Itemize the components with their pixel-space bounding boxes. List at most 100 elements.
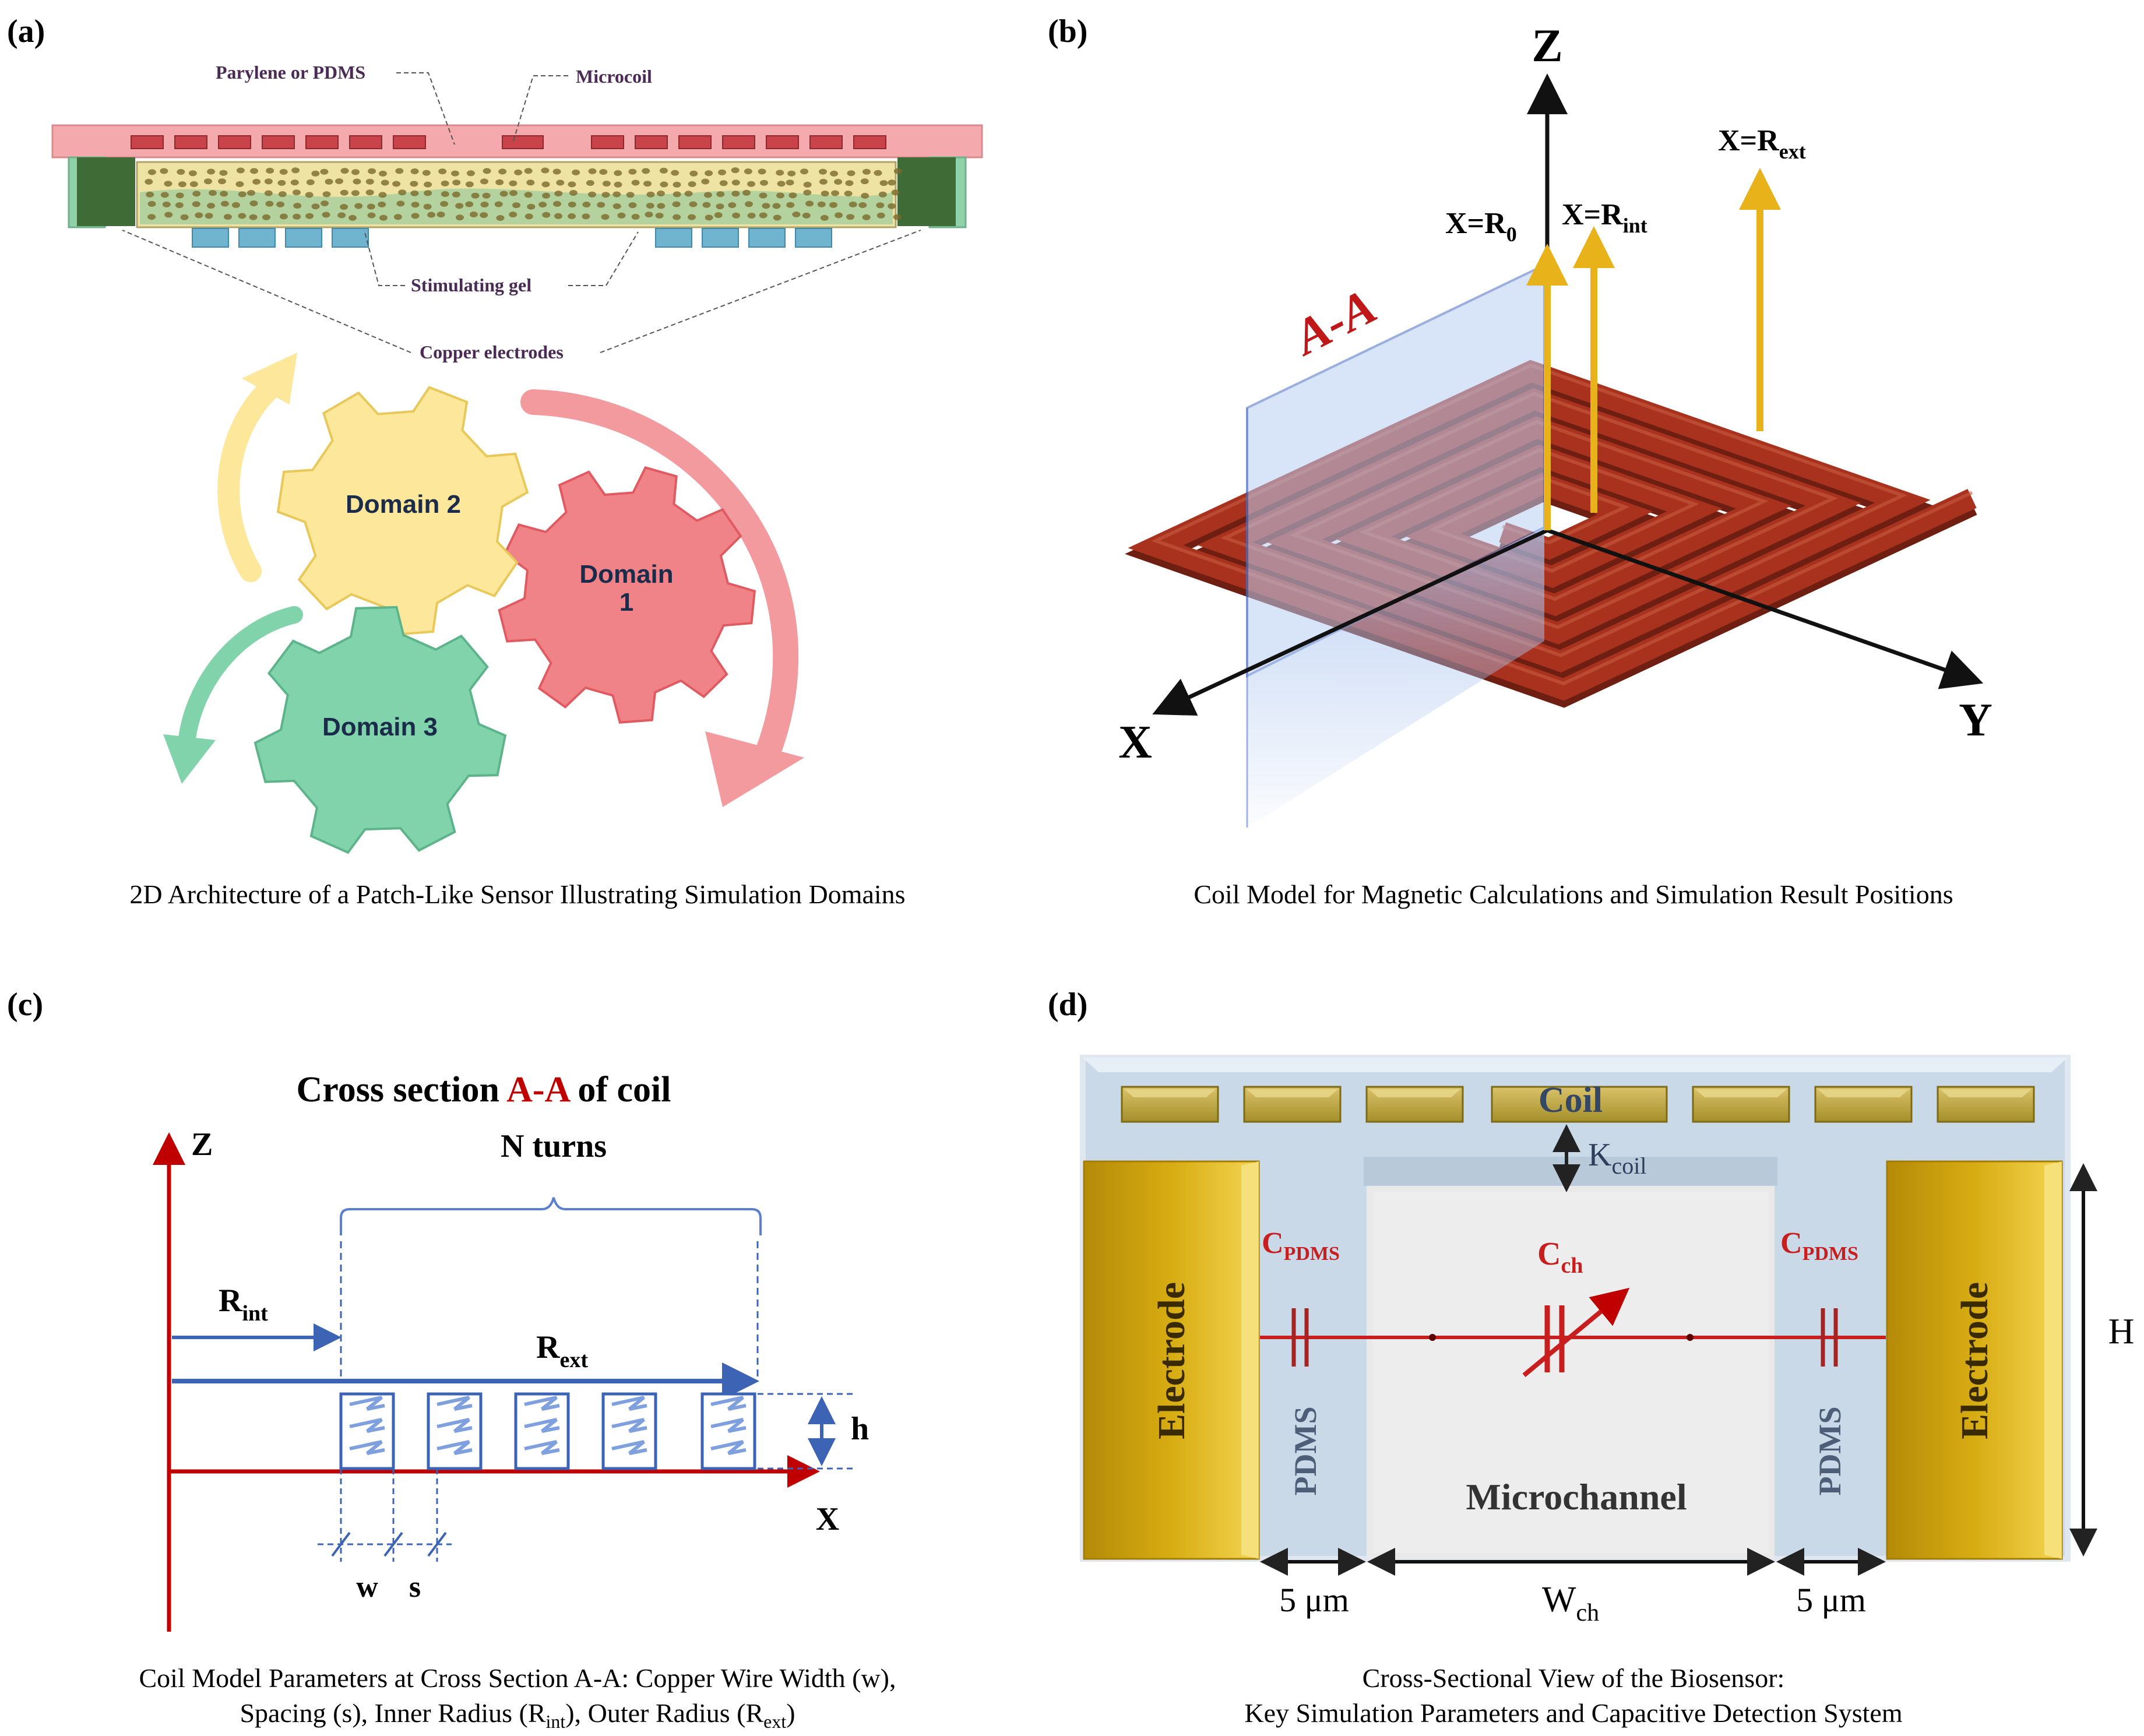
gel-particle xyxy=(392,181,401,187)
gel-particle xyxy=(192,201,200,207)
gel-particle xyxy=(568,202,576,207)
gel-particle xyxy=(514,169,523,175)
gel-particle xyxy=(290,179,299,186)
gel-particle xyxy=(218,178,226,185)
label-microcoil: Microcoil xyxy=(576,66,652,87)
gel-particle xyxy=(646,191,655,198)
microcoil-block xyxy=(174,135,207,149)
conductor-hatch xyxy=(349,1440,385,1455)
gel-particle xyxy=(792,212,801,217)
c-pdms-left-symbol xyxy=(1291,1308,1309,1367)
cross-section-title: Cross section A-A of coil xyxy=(297,1070,671,1110)
gel-particle xyxy=(321,200,329,206)
channel-ledge xyxy=(1364,1157,1777,1186)
gel-particle xyxy=(451,170,459,177)
gel-particle xyxy=(716,191,725,198)
gel-particle xyxy=(612,191,621,198)
domain-1-line2: 1 xyxy=(619,588,633,617)
gel-particle xyxy=(175,192,184,199)
gel-particle xyxy=(147,169,156,175)
gel-particle xyxy=(599,169,608,175)
gel-particle xyxy=(628,202,637,209)
r-ext-label: Rext xyxy=(536,1329,588,1372)
copper-electrode xyxy=(655,228,692,248)
gel-particle xyxy=(207,168,216,175)
gel-particle xyxy=(773,214,781,221)
gel-particle xyxy=(348,214,357,221)
label-rext: X=Rext xyxy=(1718,124,1806,163)
microcoil-block xyxy=(809,135,843,149)
gel-particle xyxy=(759,212,768,219)
conductor-hatch xyxy=(611,1396,647,1411)
section-plane-fade xyxy=(1247,527,1544,827)
gel-particle xyxy=(164,212,173,218)
gel-particle xyxy=(368,168,376,174)
gel-particle xyxy=(817,201,826,207)
gel-particle xyxy=(524,213,533,220)
gel-particle xyxy=(716,203,724,210)
microcoil-block xyxy=(262,135,295,149)
gel-particle xyxy=(671,170,680,176)
n-turns-brace xyxy=(340,1197,762,1235)
coil-label: Coil xyxy=(1539,1080,1603,1120)
domain-1-line1: Domain xyxy=(579,560,673,589)
gel-particle xyxy=(893,214,902,220)
gel-particle xyxy=(441,191,449,197)
microcoil-block xyxy=(393,135,426,149)
conductor-hatch xyxy=(710,1418,747,1433)
gel-particle xyxy=(788,192,797,199)
gel-particle xyxy=(441,180,449,186)
gel-particle xyxy=(862,168,871,175)
gel-particle xyxy=(617,212,626,219)
gel-particle xyxy=(845,180,854,186)
gel-particle xyxy=(340,168,349,174)
microcoil-block xyxy=(766,135,799,149)
gel-particle xyxy=(188,170,197,177)
gel-particle xyxy=(465,181,474,188)
gel-particle xyxy=(455,203,464,209)
gel-particle xyxy=(353,178,361,185)
microcoil-block xyxy=(349,135,382,149)
gel-particle xyxy=(220,191,228,197)
gel-particle xyxy=(291,167,300,174)
label-parylene: Parylene or PDMS xyxy=(216,62,365,83)
gel-particle xyxy=(526,179,535,186)
microcoil-block xyxy=(131,135,164,149)
gel-particle xyxy=(209,190,217,196)
gel-particle xyxy=(249,214,258,220)
gel-particle xyxy=(145,178,153,185)
gel-particle xyxy=(238,191,247,198)
gel-particle xyxy=(776,170,784,176)
axis-z-label: Z xyxy=(1532,20,1562,72)
gel-particle xyxy=(351,169,360,175)
gel-particle xyxy=(888,179,896,186)
gel-particle xyxy=(250,168,258,174)
conductor-hatch xyxy=(710,1396,747,1411)
microcoil-block xyxy=(502,135,544,149)
leader-gel-right xyxy=(568,231,639,286)
copper-electrode xyxy=(748,228,786,248)
gel-particle xyxy=(452,179,461,186)
gel-particle xyxy=(235,181,244,187)
w-ch-label: Wch xyxy=(1542,1580,1599,1626)
gel-particle xyxy=(220,200,229,207)
gel-particle xyxy=(655,213,664,219)
gel-particle xyxy=(689,170,698,177)
c-pdms-right-symbol xyxy=(1821,1308,1838,1367)
gel-particle xyxy=(631,214,640,220)
axis-x-label: X xyxy=(1118,717,1152,768)
gel-particle xyxy=(367,203,375,210)
gel-particle xyxy=(207,203,215,209)
gel-particle xyxy=(858,202,867,208)
gel-particle xyxy=(378,192,387,198)
microchannel-label: Microchannel xyxy=(1466,1476,1687,1517)
gel-particle xyxy=(731,191,740,197)
caption-c-line2: Spacing (s), Inner Radius (Rint), Outer … xyxy=(240,1698,795,1732)
label-gel: Stimulating gel xyxy=(411,274,531,295)
gel-particle xyxy=(891,189,900,196)
gel-particle xyxy=(645,212,653,218)
gel-particle xyxy=(830,170,839,177)
gel-particle xyxy=(642,168,650,174)
gel-particle xyxy=(876,212,885,219)
gel-particle xyxy=(772,203,781,209)
